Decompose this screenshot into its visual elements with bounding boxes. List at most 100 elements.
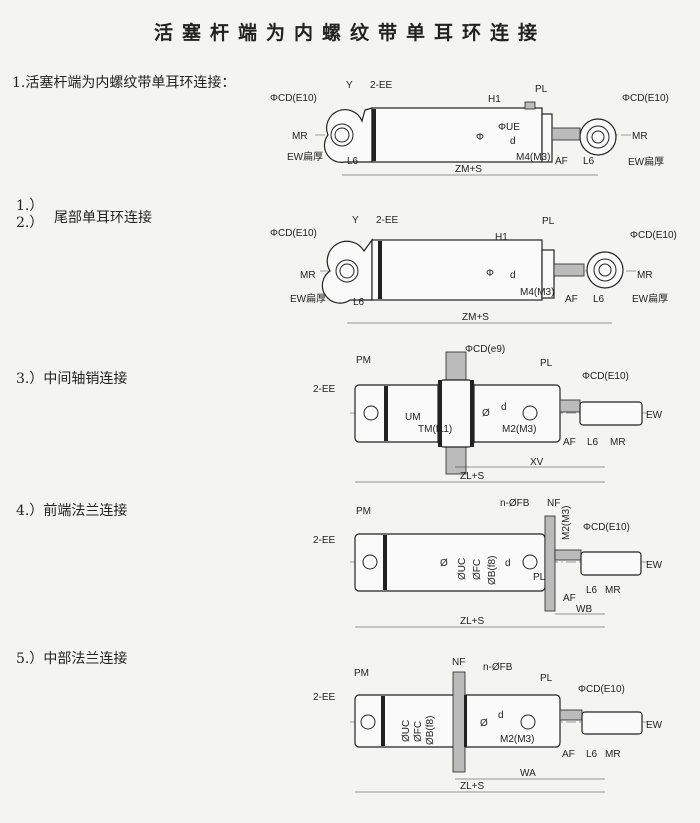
section-4-heading: 4.）前端法兰连接 (16, 503, 128, 519)
label-cd-right: ΦCD(E10) (630, 230, 677, 241)
label-pl: PL (533, 572, 546, 583)
label-ee: 2-EE (370, 80, 393, 91)
label-cd: ΦCD(E10) (270, 228, 317, 239)
label-af: AF (555, 156, 568, 167)
label-fb: n-ØFB (500, 498, 530, 509)
label-zm-s: ZM+S (455, 164, 482, 175)
label-bore: Ø (482, 408, 490, 419)
label-ew: EW (646, 410, 663, 421)
label-d: d (510, 136, 516, 147)
section-2-numbers: 1.） 2.） (16, 198, 43, 232)
label-d: d (505, 558, 511, 569)
label-b: ØB(f8) (487, 556, 498, 585)
label-fb: n-ØFB (483, 662, 513, 673)
label-wb: WB (576, 604, 592, 615)
label-l6: L6 (586, 749, 598, 760)
label-ew: EW扁厚 (290, 292, 326, 305)
label-zl-s: ZL+S (460, 616, 485, 627)
label-cd-e10: ΦCD(E10) (582, 371, 629, 382)
label-af: AF (562, 749, 575, 760)
label-thread: M2(M3) (502, 424, 536, 435)
section-5-heading: 5.）中部法兰连接 (16, 651, 128, 667)
label-cd: ΦCD(E10) (578, 684, 625, 695)
label-fc: ØFC (472, 559, 483, 580)
label-cd: ΦCD(E10) (583, 522, 630, 533)
label-l6: L6 (347, 156, 359, 167)
label-ee: 2-EE (313, 384, 336, 395)
label-mr: MR (610, 437, 626, 448)
diagram-4-front-flange-cylinder: PM n-ØFB NF M2(M3) ΦCD(E10) 2-EE Ø ØUC Ø… (313, 498, 663, 628)
label-mr: MR (605, 585, 621, 596)
label-l6: L6 (353, 297, 365, 308)
label-pl: PL (540, 358, 553, 369)
label-tm: TM(f11) (418, 424, 452, 435)
label-h1: H1 (495, 232, 508, 243)
section-3-heading: 3.）中间轴销连接 (16, 371, 128, 387)
label-cd: ΦCD(E10) (270, 93, 317, 104)
label-d: d (510, 270, 516, 281)
label-ew: EW (646, 560, 663, 571)
label-bore: Ø (480, 718, 488, 729)
label-mr-right: MR (637, 270, 653, 281)
label-bore: Φ (486, 268, 494, 279)
label-ee: 2-EE (313, 692, 336, 703)
label-nf: NF (452, 657, 465, 668)
label-l6-right: L6 (593, 294, 605, 305)
label-ew: EW (646, 720, 663, 731)
label-cd-e9: ΦCD(e9) (465, 344, 505, 355)
label-bore: Ø (440, 558, 448, 569)
label-thread: M4(M3) (520, 287, 554, 298)
label-l6: L6 (587, 437, 599, 448)
label-d: d (501, 402, 507, 413)
label-um: UM (405, 412, 421, 423)
section-2-num-1: 1.） (16, 198, 44, 214)
label-pm: PM (356, 355, 371, 366)
label-thread: M4(M3) (516, 152, 550, 163)
label-wa: WA (520, 768, 536, 779)
label-af: AF (565, 294, 578, 305)
label-pl: PL (542, 216, 555, 227)
label-h1: H1 (488, 94, 501, 105)
label-l6-right: L6 (583, 156, 595, 167)
label-l6: L6 (586, 585, 598, 596)
label-fc: ØFC (413, 721, 424, 742)
diagram-3-trunnion-cylinder: PM ΦCD(e9) PL 2-EE ΦCD(E10) UM TM(f11) Ø… (313, 344, 663, 483)
label-ew-right: EW扁厚 (632, 292, 668, 305)
label-thread: M2(M3) (500, 734, 534, 745)
section-2-num-2: 2.） (16, 215, 44, 231)
label-ue: ΦUE (498, 122, 520, 133)
label-pl: PL (535, 84, 548, 95)
label-mr: MR (292, 131, 308, 142)
section-2-heading: 尾部单耳环连接 (54, 210, 152, 226)
label-d: d (498, 710, 504, 721)
diagram-1-double-eye-cylinder: ΦCD(E10) Y 2-EE H1 PL ΦCD(E10) Φ ΦUE d M… (270, 80, 669, 176)
label-uc: ØUC (457, 558, 468, 580)
label-zm-s: ZM+S (462, 312, 489, 323)
label-af: AF (563, 437, 576, 448)
label-pl: PL (540, 673, 553, 684)
section-1-heading: 1.活塞杆端为内螺纹带单耳环连接： (12, 75, 236, 91)
label-ew-right: EW扁厚 (628, 155, 664, 168)
label-ee: 2-EE (313, 535, 336, 546)
label-uc: ØUC (401, 720, 412, 742)
diagram-2-rear-eye-cylinder: ΦCD(E10) Y 2-EE H1 PL ΦCD(E10) Φ d M4(M3… (270, 215, 677, 324)
label-mr: MR (300, 270, 316, 281)
label-mr: MR (605, 749, 621, 760)
label-cd-right: ΦCD(E10) (622, 93, 669, 104)
label-ee: 2-EE (376, 215, 399, 226)
label-ew: EW扁厚 (287, 150, 323, 163)
label-b: ØB(f8) (425, 716, 436, 745)
label-y: Y (352, 215, 359, 226)
label-thread-top: M2(M3) (561, 506, 572, 540)
label-zl-s: ZL+S (460, 781, 485, 792)
diagram-5-middle-flange-cylinder: NF n-ØFB PM PL ΦCD(E10) 2-EE ØUC ØFC ØB(… (313, 657, 663, 793)
label-xv: XV (530, 457, 544, 468)
label-zl-s: ZL+S (460, 471, 485, 482)
label-mr-right: MR (632, 131, 648, 142)
label-nf: NF (547, 498, 560, 509)
label-bore: Φ (476, 132, 484, 143)
label-af: AF (563, 593, 576, 604)
label-pm: PM (356, 506, 371, 517)
label-pm: PM (354, 668, 369, 679)
